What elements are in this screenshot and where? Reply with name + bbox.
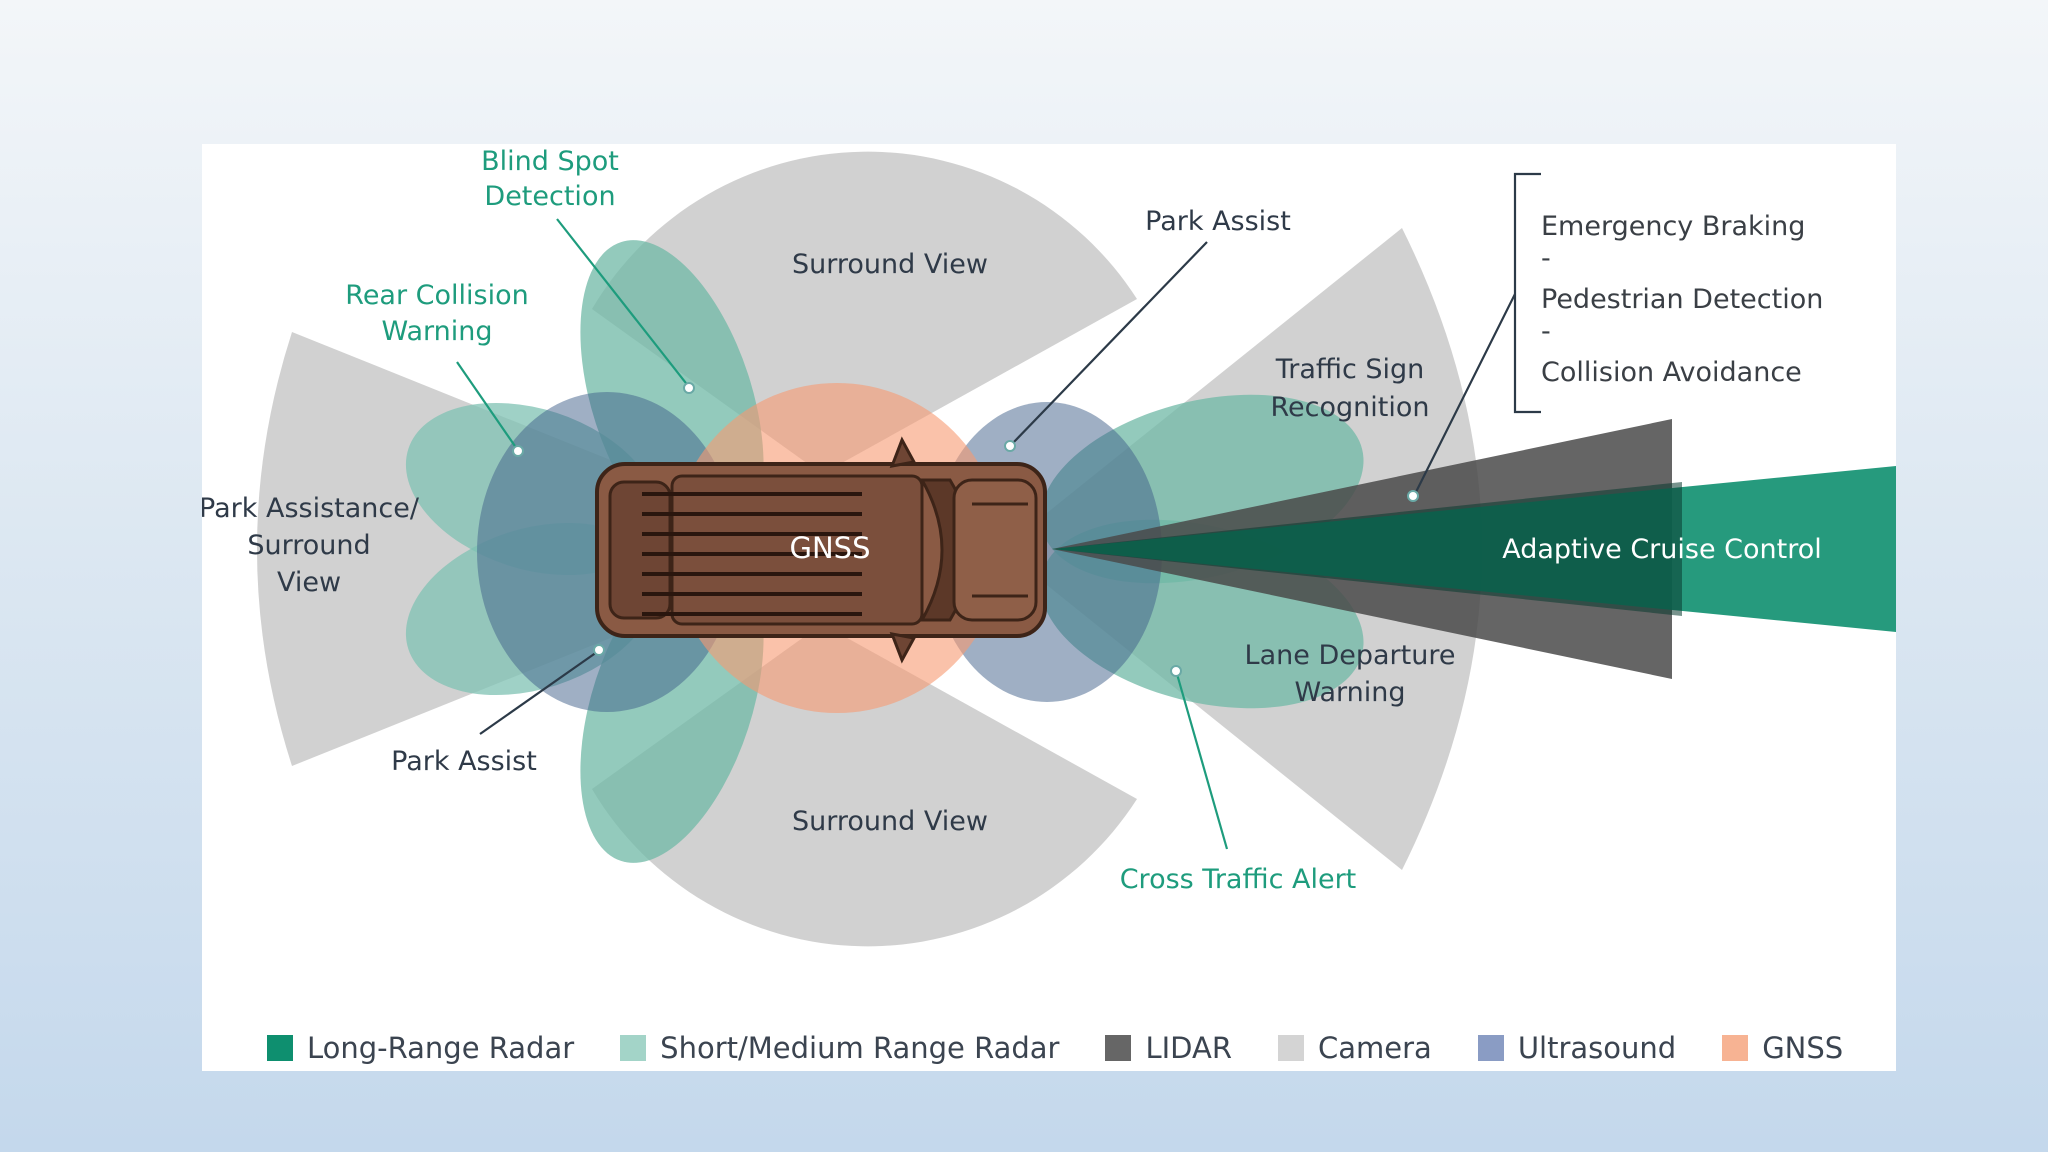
long-range-radar-core [1052, 482, 1682, 616]
marker-lidar [1407, 490, 1419, 502]
label-surround-top: Surround View [792, 249, 988, 280]
label-blind-spot-1: Blind Spot [481, 146, 619, 177]
adas-sensor-diagram: Blind Spot Detection Rear Collision Warn… [202, 146, 1896, 947]
marker-park-assist-rear [593, 644, 605, 656]
label-cross-traffic: Cross Traffic Alert [1120, 864, 1357, 895]
label-gnss: GNSS [790, 531, 871, 565]
hood-lines [972, 502, 1028, 598]
label-park-assistance-3: View [277, 567, 341, 598]
marker-park-assist-front [1004, 440, 1016, 452]
label-lane-departure-1: Lane Departure [1245, 640, 1456, 671]
legend-label: Camera [1318, 1031, 1432, 1065]
legend-item-ultrasound: Ultrasound [1477, 1031, 1677, 1065]
legend-swatch [1477, 1035, 1504, 1061]
label-park-assist-rear: Park Assist [391, 746, 537, 777]
legend-item-camera: Camera [1278, 1031, 1432, 1065]
leader-park-assist-rear [479, 651, 598, 735]
legend-label: GNSS [1762, 1031, 1844, 1065]
legend-swatch [1278, 1035, 1304, 1061]
legend-label: Ultrasound [1517, 1031, 1677, 1065]
marker-rear-collision [512, 445, 524, 457]
label-surround-bottom: Surround View [792, 806, 988, 837]
label-park-assistance-2: Surround [247, 530, 370, 561]
label-park-assist-front: Park Assist [1145, 206, 1291, 237]
legend-label: LIDAR [1145, 1031, 1232, 1065]
label-rear-collision-2: Warning [381, 316, 492, 347]
marker-cross-traffic [1170, 665, 1182, 677]
mirror-top [889, 436, 917, 468]
leader-lidar-functions [1414, 293, 1516, 495]
label-park-assistance-1: Park Assistance/ [202, 493, 420, 524]
car-top-view [595, 436, 1047, 664]
legend-item-long-range-radar: Long-Range Radar [267, 1031, 574, 1065]
label-blind-spot-2: Detection [484, 181, 615, 212]
legend: Long-Range Radar Short/Medium Range Rada… [267, 1031, 1843, 1065]
legend-label: Short/Medium Range Radar [660, 1031, 1060, 1065]
diagram-panel: Blind Spot Detection Rear Collision Warn… [202, 144, 1896, 1071]
leader-rear-collision [456, 361, 518, 450]
legend-item-short-medium-radar: Short/Medium Range Radar [620, 1031, 1059, 1065]
lidar-functions-bracket [1513, 172, 1541, 414]
label-lane-departure-2: Warning [1294, 677, 1405, 708]
mirror-bottom [889, 632, 917, 664]
label-traffic-sign-1: Traffic Sign [1275, 354, 1425, 385]
legend-swatch [1105, 1035, 1132, 1061]
label-lidar-separator-2: - [1541, 316, 1551, 347]
legend-swatch [620, 1035, 647, 1061]
car-hood [952, 478, 1038, 622]
leader-cross-traffic [1175, 673, 1229, 850]
roof-rails [642, 492, 862, 616]
label-lidar-function-1: Emergency Braking [1541, 211, 1805, 242]
label-rear-collision-1: Rear Collision [345, 280, 528, 311]
label-lidar-function-2: Pedestrian Detection [1541, 284, 1823, 315]
leader-park-assist-front [1011, 241, 1208, 445]
label-lidar-separator-1: - [1541, 243, 1551, 274]
legend-label: Long-Range Radar [307, 1031, 575, 1065]
legend-item-gnss: GNSS [1722, 1031, 1843, 1065]
legend-swatch [1722, 1035, 1749, 1061]
car-rear-window [608, 480, 672, 620]
legend-item-lidar: LIDAR [1105, 1031, 1232, 1065]
label-traffic-sign-2: Recognition [1271, 392, 1430, 423]
leader-blind-spot [556, 218, 690, 388]
legend-swatch [267, 1035, 293, 1061]
label-lidar-function-3: Collision Avoidance [1541, 357, 1802, 388]
marker-blind-spot [683, 382, 695, 394]
label-adaptive-cruise: Adaptive Cruise Control [1502, 534, 1822, 565]
